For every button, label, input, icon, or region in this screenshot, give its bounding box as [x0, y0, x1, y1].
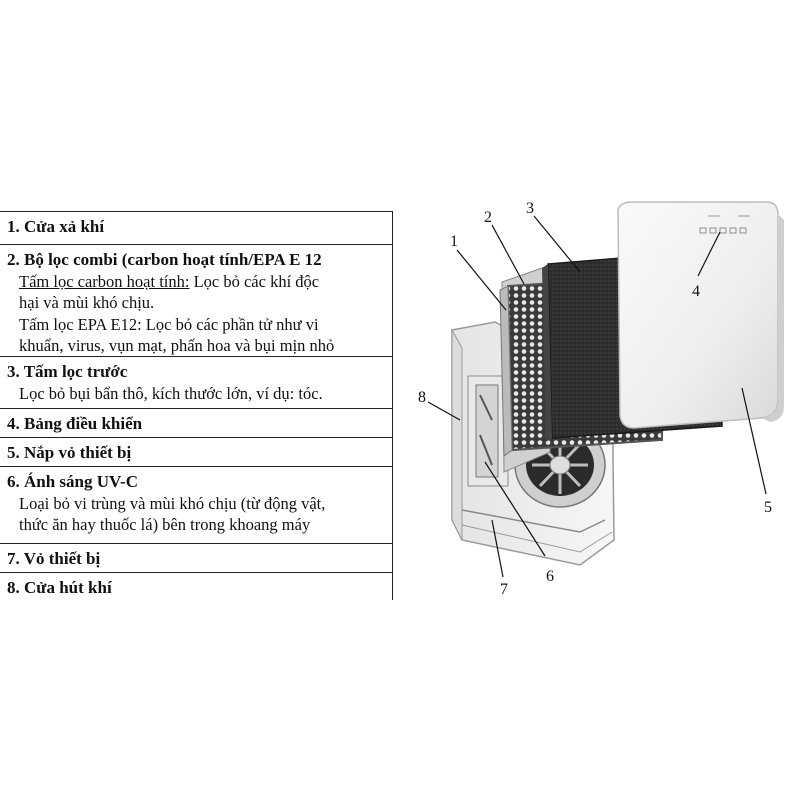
callout-3: 3 — [526, 200, 534, 217]
legend-number: 2. — [7, 250, 20, 269]
air-purifier-exploded-diagram: 1 2 3 4 5 6 7 8 — [400, 180, 800, 610]
legend-description: Tấm lọc carbon hoạt tính: Lọc bỏ các khí… — [7, 271, 392, 293]
legend-number: 7. — [7, 549, 20, 568]
legend-title: Ánh sáng UV-C — [24, 472, 138, 491]
legend-description: thức ăn hay thuốc lá) bên trong khoang m… — [7, 514, 392, 536]
callout-1: 1 — [450, 233, 458, 250]
callout-8: 8 — [418, 389, 426, 406]
legend-title: Cửa xả khí — [24, 217, 104, 236]
legend-row-3: 3. Tấm lọc trước Lọc bỏ bụi bẩn thô, kíc… — [0, 357, 392, 409]
parts-legend-table: 1. Cửa xả khí 2. Bộ lọc combi (carbon ho… — [0, 211, 393, 600]
legend-title: Nắp vỏ thiết bị — [24, 443, 131, 462]
legend-row-6: 6. Ánh sáng UV-C Loại bỏ vi trùng và mùi… — [0, 467, 392, 544]
callout-7: 7 — [500, 581, 508, 598]
legend-row-7: 7. Vỏ thiết bị — [0, 544, 392, 573]
legend-row-2: 2. Bộ lọc combi (carbon hoạt tính/EPA E … — [0, 245, 392, 357]
legend-title: Bộ lọc combi (carbon hoạt tính/EPA E 12 — [24, 250, 322, 269]
device-cover — [618, 202, 784, 428]
callout-4: 4 — [692, 283, 700, 300]
legend-number: 8. — [7, 578, 20, 597]
legend-number: 3. — [7, 362, 20, 381]
legend-description: Loại bỏ vi trùng và mùi khó chịu (từ độn… — [7, 493, 392, 515]
legend-row-1: 1. Cửa xả khí — [0, 212, 392, 245]
legend-title: Vỏ thiết bị — [24, 549, 101, 568]
legend-description: khuẩn, virus, vụn mạt, phấn hoa và bụi m… — [7, 335, 392, 357]
legend-title: Tấm lọc trước — [24, 362, 128, 381]
legend-description: hại và mùi khó chịu. — [7, 292, 392, 314]
legend-description: Lọc bỏ bụi bẩn thô, kích thước lớn, ví d… — [7, 383, 392, 405]
legend-number: 6. — [7, 472, 20, 491]
legend-description: Tấm lọc EPA E12: Lọc bỏ các phần tử như … — [7, 314, 392, 336]
callout-6: 6 — [546, 568, 554, 585]
callout-5: 5 — [764, 499, 772, 516]
legend-row-8: 8. Cửa hút khí — [0, 573, 392, 600]
legend-title: Bảng điều khiển — [24, 414, 142, 433]
legend-number: 1. — [7, 217, 20, 236]
legend-row-4: 4. Bảng điều khiển — [0, 409, 392, 438]
callout-2: 2 — [484, 209, 492, 226]
legend-number: 4. — [7, 414, 20, 433]
legend-title: Cửa hút khí — [24, 578, 112, 597]
legend-number: 5. — [7, 443, 20, 462]
legend-row-5: 5. Nắp vỏ thiết bị — [0, 438, 392, 467]
